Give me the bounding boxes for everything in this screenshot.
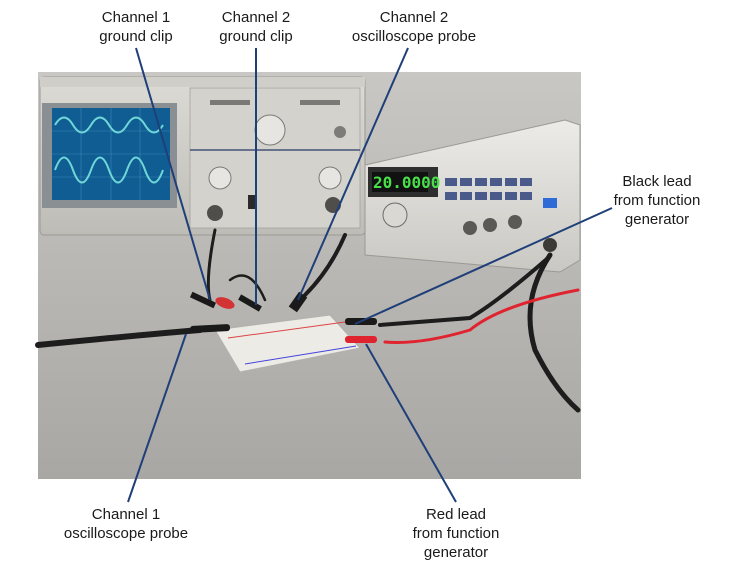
breadboard <box>214 314 361 373</box>
leader-lines <box>127 47 613 503</box>
oscilloscope <box>39 76 366 236</box>
label-channel1-oscilloscope-probe: Channel 1 oscilloscope probe <box>63 506 189 542</box>
scope-trace-2 <box>54 156 164 184</box>
scope-trace-1 <box>54 116 164 134</box>
label-red-lead: Red lead from function generator <box>412 506 500 561</box>
leader-ch1-ground <box>135 47 211 301</box>
function-generator-display: 20.0000 <box>373 173 440 192</box>
label-black-lead: Black lead from function generator <box>613 173 701 228</box>
cables <box>35 228 581 413</box>
leader-black-lead <box>354 207 613 325</box>
function-generator: 20.0000 <box>364 119 581 273</box>
leader-ch1-probe <box>127 333 187 503</box>
label-channel2-oscilloscope-probe: Channel 2 oscilloscope probe <box>351 9 477 45</box>
leader-red-lead <box>365 343 457 503</box>
label-channel1-ground-clip: Channel 1 ground clip <box>99 9 173 45</box>
leader-ch2-probe <box>297 47 409 301</box>
label-channel2-ground-clip: Channel 2 ground clip <box>219 9 293 45</box>
clips-and-probes <box>189 291 377 343</box>
